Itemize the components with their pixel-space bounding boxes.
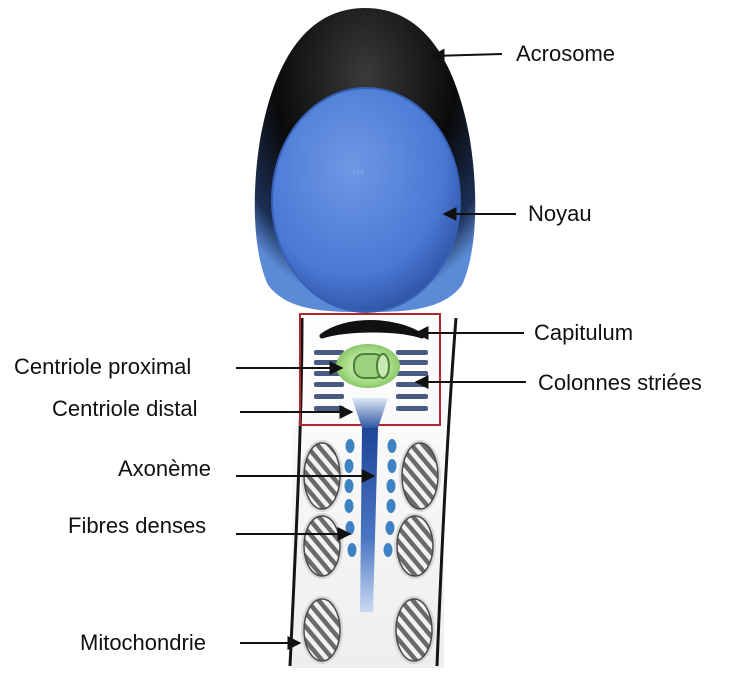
nucleus-glyph: ‹‹‹ bbox=[352, 165, 364, 179]
label-mitochondrie: Mitochondrie bbox=[80, 632, 206, 654]
label-centriole-proximal: Centriole proximal bbox=[14, 356, 191, 378]
label-axoneme: Axonème bbox=[118, 458, 211, 480]
label-capitulum: Capitulum bbox=[534, 322, 633, 344]
centriole-proximal-end bbox=[377, 354, 389, 378]
label-centriole-distal: Centriole distal bbox=[52, 398, 198, 420]
nucleus-shape bbox=[272, 88, 460, 312]
label-fibres-denses: Fibres denses bbox=[68, 515, 206, 537]
leader-acrosome bbox=[432, 54, 502, 56]
label-acrosome: Acrosome bbox=[516, 43, 615, 65]
label-noyau: Noyau bbox=[528, 203, 592, 225]
label-colonnes-striees: Colonnes striées bbox=[538, 372, 702, 394]
